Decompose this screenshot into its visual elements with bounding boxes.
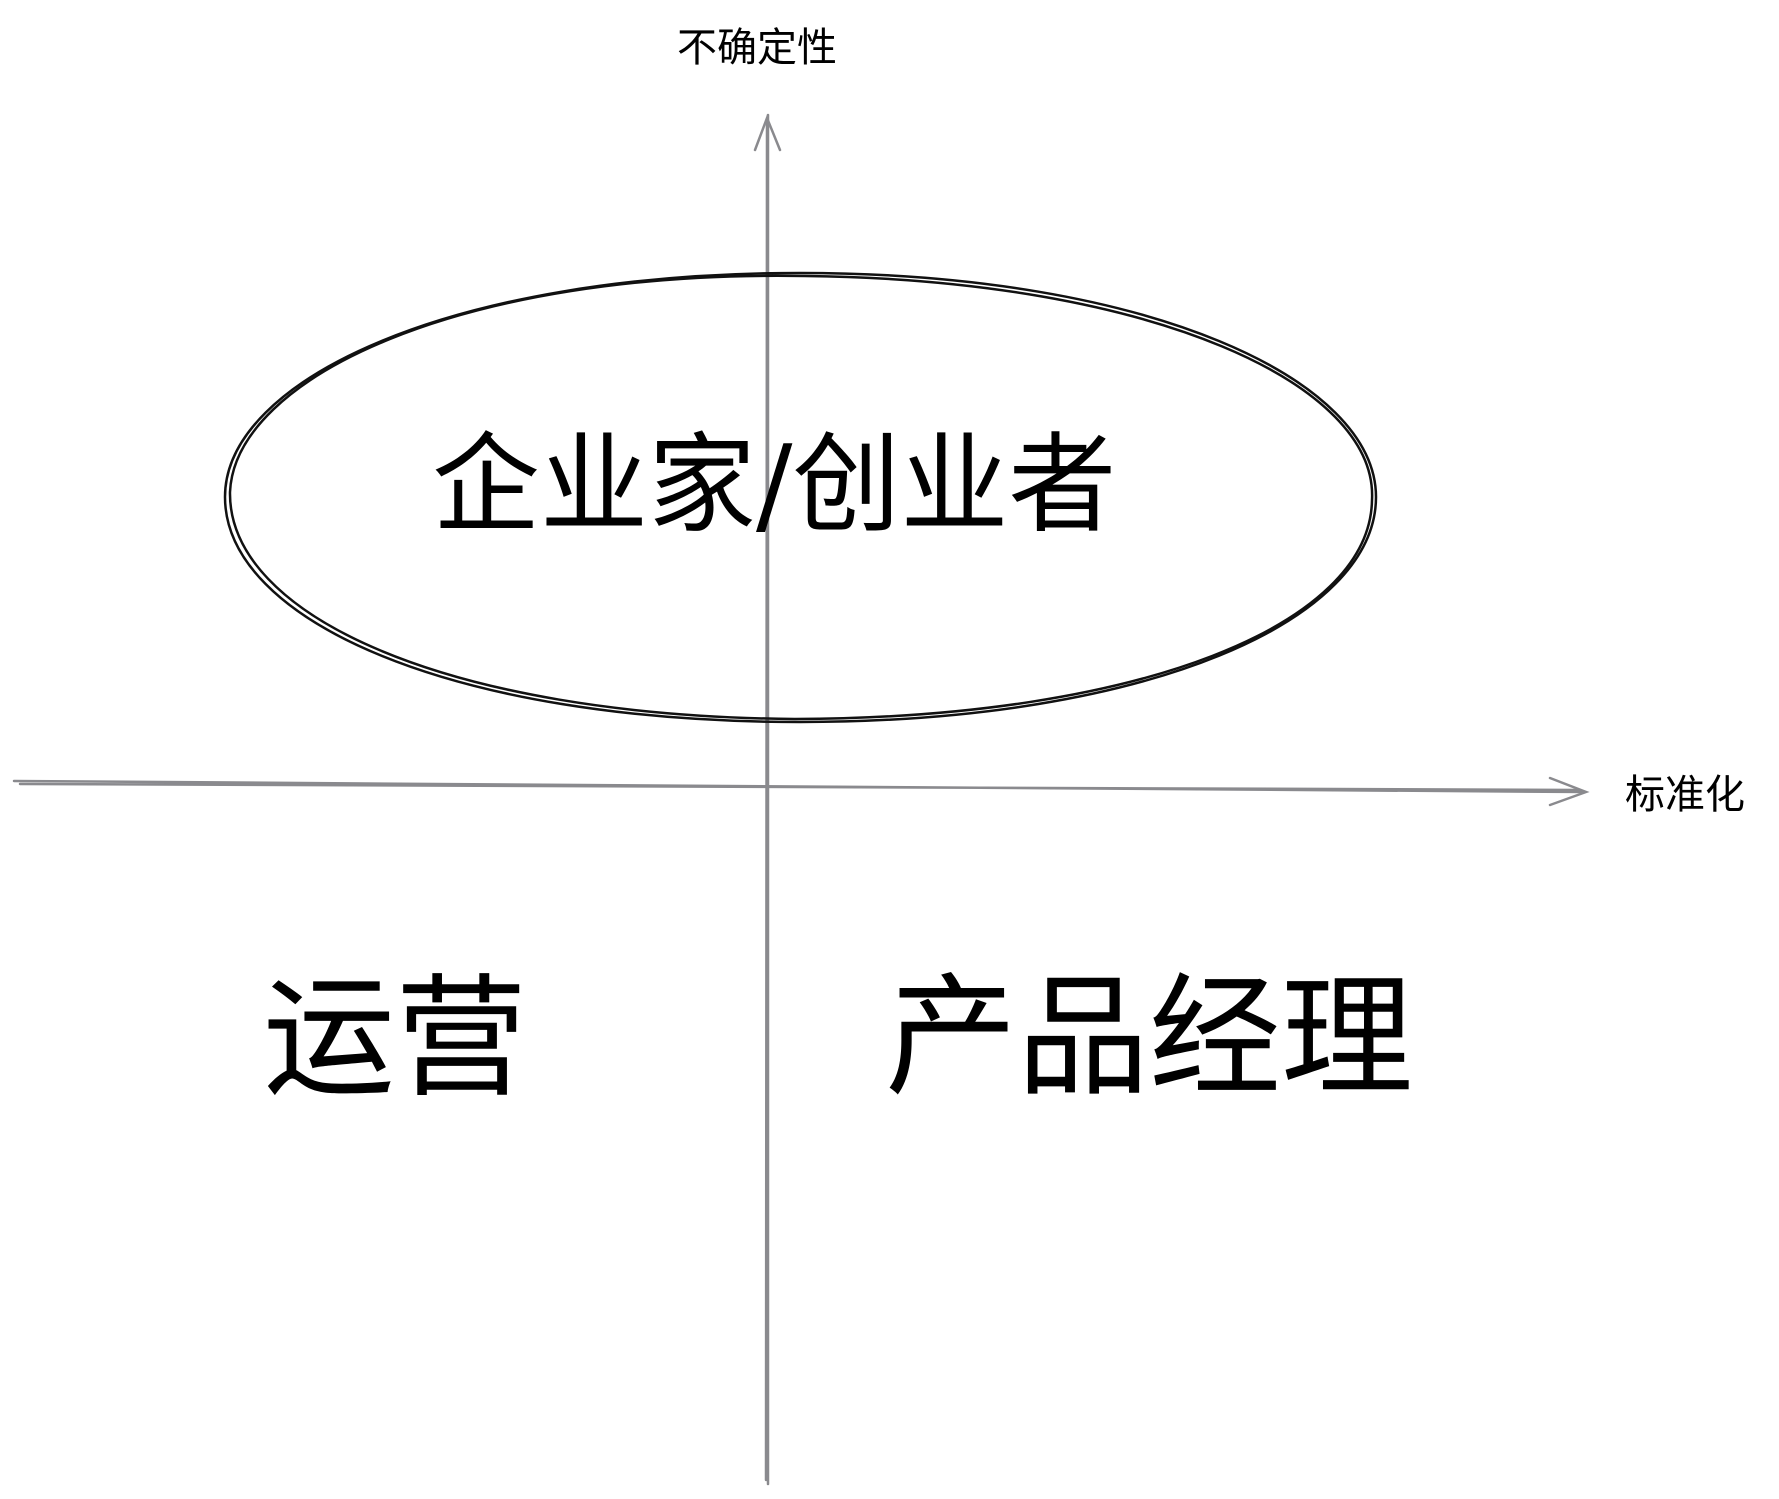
operations-label: 运营 — [263, 962, 527, 1116]
x-axis-arrow-icon — [1548, 776, 1590, 807]
entrepreneur-label: 企业家/创业者 — [432, 423, 1117, 548]
x-axis-label: 标准化 — [1625, 772, 1745, 818]
x-axis — [12, 779, 1587, 794]
y-axis-label: 不确定性 — [677, 25, 837, 71]
ellipse-outline — [223, 271, 1378, 724]
product-manager-label: 产品经理 — [885, 961, 1413, 1115]
y-axis-arrow-icon — [753, 114, 782, 152]
y-axis — [764, 113, 770, 1486]
